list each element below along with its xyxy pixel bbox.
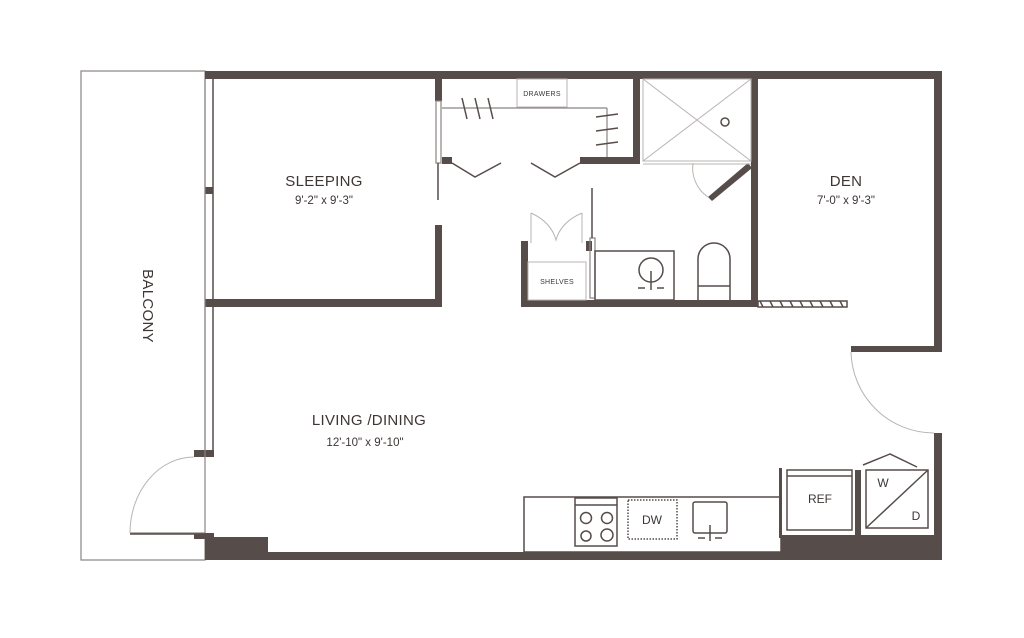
plan-line	[530, 162, 581, 178]
dryer-label: D	[912, 509, 921, 523]
cooktop	[574, 497, 618, 547]
plan-line	[865, 469, 929, 529]
wall-segment	[435, 225, 442, 307]
plan-line	[759, 300, 844, 308]
drawers-label: DRAWERS	[523, 91, 561, 98]
shelves-label: SHELVES	[540, 279, 574, 286]
plan-line	[487, 97, 494, 120]
wall-segment	[521, 300, 758, 307]
wall-segment	[934, 71, 942, 351]
plan-line	[451, 162, 502, 178]
bathroom	[594, 78, 752, 301]
wall-segment	[205, 299, 442, 307]
wall-segment	[205, 537, 268, 560]
wall-segment	[268, 552, 942, 560]
plan-line	[595, 113, 619, 118]
plan-line	[642, 78, 752, 162]
wall-segment	[205, 71, 942, 79]
closet: DRAWERS SHELVES	[442, 78, 619, 301]
wall-segment	[435, 79, 442, 101]
kitchen: DW REF W D	[523, 453, 929, 553]
wall-segment	[781, 535, 942, 560]
sleeping-dims: 9'-2" x 9'-3"	[295, 195, 353, 207]
plan-line	[516, 78, 568, 108]
den-dims: 7'-0" x 9'-3"	[817, 195, 875, 207]
refrigerator-label: REF	[808, 492, 832, 506]
shower-drain-icon	[720, 117, 730, 127]
wall-segment	[194, 450, 214, 457]
wall-segment	[580, 157, 640, 164]
dishwasher	[627, 499, 678, 540]
wall-segment	[586, 241, 592, 251]
wall-segment	[851, 346, 942, 352]
plan-line	[692, 162, 709, 198]
wall-segment	[751, 79, 758, 307]
plan-line	[527, 261, 587, 301]
den-name: DEN	[830, 173, 863, 190]
doors	[129, 100, 935, 534]
windows	[130, 79, 214, 535]
living-dims: 12'-10" x 9'-10"	[326, 437, 403, 449]
plan-line	[435, 100, 442, 164]
refrigerator	[786, 469, 853, 531]
wall-segment	[521, 241, 528, 307]
plan-line	[708, 163, 752, 201]
sleeping-name: SLEEPING	[285, 173, 362, 190]
washer-dryer	[865, 469, 929, 529]
railing	[757, 300, 848, 308]
burner-icon	[580, 530, 592, 542]
living-name: LIVING /DINING	[312, 412, 426, 429]
toilet-icon	[697, 242, 731, 300]
washer-label: W	[877, 476, 889, 490]
wall-segment	[934, 433, 942, 560]
wall-segment	[855, 470, 861, 540]
dishwasher-label: DW	[642, 513, 663, 527]
plan-line	[461, 97, 468, 120]
plan-line	[595, 141, 619, 146]
balcony-label: BALCONY	[139, 269, 156, 343]
plan-line	[530, 212, 583, 242]
plan-line	[850, 351, 935, 434]
plan-line	[523, 496, 782, 553]
wall-segment	[205, 187, 213, 194]
wall-segment	[633, 79, 640, 164]
plan-line	[595, 127, 619, 132]
plan-line	[474, 97, 481, 120]
walls	[194, 71, 942, 560]
plan-line	[862, 453, 918, 468]
plan-line	[642, 78, 752, 162]
wall-segment	[194, 533, 214, 539]
burner-icon	[600, 528, 614, 542]
burner-icon	[579, 511, 593, 525]
plan-line	[129, 456, 195, 534]
burner-icon	[600, 511, 614, 525]
vanity	[594, 250, 675, 301]
wall-segment	[442, 157, 452, 164]
